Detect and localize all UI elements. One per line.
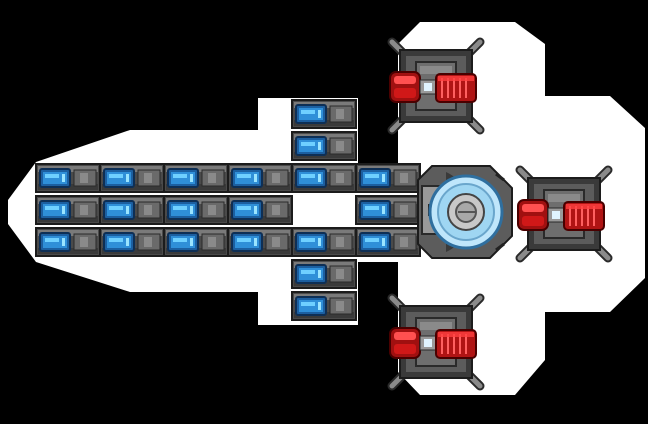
battery-block[interactable] <box>163 227 229 257</box>
battery-block[interactable] <box>227 195 293 225</box>
battery-block[interactable] <box>163 195 229 225</box>
battery-block[interactable] <box>291 163 357 193</box>
battery-block[interactable] <box>99 195 165 225</box>
battery-block[interactable] <box>35 195 101 225</box>
battery-block[interactable] <box>355 195 421 225</box>
turret-top[interactable] <box>390 42 480 130</box>
battery-block[interactable] <box>35 227 101 257</box>
ship-hull-outline <box>8 22 645 395</box>
turret-right[interactable] <box>518 170 608 258</box>
battery-block[interactable] <box>99 163 165 193</box>
battery-block[interactable] <box>35 163 101 193</box>
command-core[interactable] <box>417 165 513 259</box>
battery-block[interactable] <box>291 131 357 161</box>
battery-block[interactable] <box>291 99 357 129</box>
battery-block[interactable] <box>99 227 165 257</box>
battery-block[interactable] <box>163 163 229 193</box>
battery-block[interactable] <box>227 163 293 193</box>
turret-bottom[interactable] <box>390 298 480 386</box>
battery-block[interactable] <box>291 259 357 289</box>
battery-block[interactable] <box>291 291 357 321</box>
battery-block[interactable] <box>355 227 421 257</box>
battery-block[interactable] <box>355 163 421 193</box>
battery-block[interactable] <box>227 227 293 257</box>
battery-block[interactable] <box>291 227 357 257</box>
